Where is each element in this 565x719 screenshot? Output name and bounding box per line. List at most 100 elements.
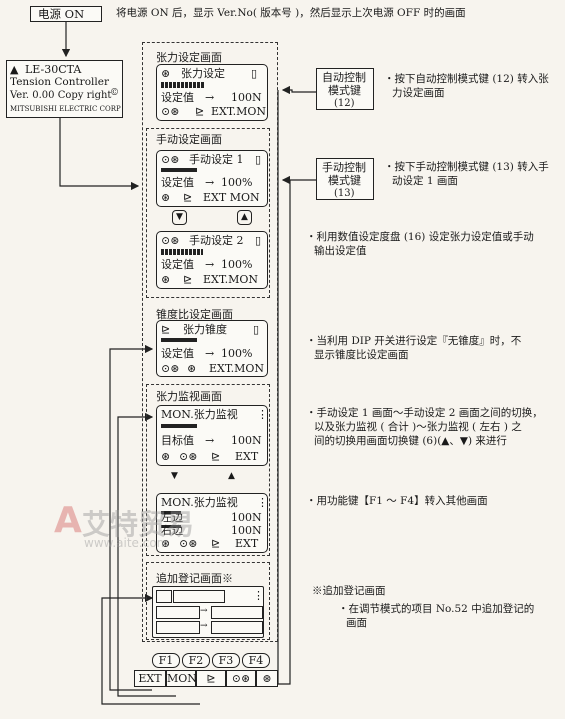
manual-setting-1-footer: EXT MON [203, 191, 260, 204]
level-bar [161, 168, 197, 172]
auto-softkey[interactable]: ⊙⊛ [226, 670, 256, 687]
down-key[interactable]: ▼ [172, 210, 187, 225]
memo-icon: ▯ [255, 234, 262, 247]
level-bar [161, 424, 197, 428]
mitsubishi-logo-icon: ▲ [10, 63, 19, 76]
taper-setting-value: 100% [221, 347, 253, 360]
note-function-keys: ・用功能键【F1 ～ F4】转入其他画面 [306, 495, 488, 507]
taper-setting-title: 张力锥度 [183, 323, 227, 336]
tension-setting-arrow: → [205, 91, 215, 104]
manual-setting-1-screen: ⊙⊛ 手动设定 1 ▯ 设定值 → 100% ⊛ ⊵ EXT MON [156, 150, 268, 207]
note-dip-1: ・当利用 DIP 开关进行设定『无锥度』时，不 [306, 335, 522, 347]
manual-setting-2-arrow: → [205, 258, 215, 271]
tension-icon: ⊛ [262, 672, 272, 685]
manual-setting-frame [146, 128, 270, 298]
watermark-url: www.aite.com [84, 536, 169, 550]
taper-setting-footer: EXT.MON [209, 362, 264, 375]
taper-setting-screen: ⊵ 张力锥度 ▯ 设定值 → 100% ⊙⊛ ⊛ EXT.MON [156, 320, 268, 377]
startup-model: LE-30CTA [25, 63, 82, 76]
screen-group-frame [142, 42, 278, 642]
watermark-logo: A [54, 500, 82, 541]
field-arrow: → [200, 621, 208, 631]
f3-key[interactable]: F3 [212, 653, 240, 668]
field-arrow: → [200, 606, 208, 616]
tension-setting-value: 100N [231, 91, 262, 104]
auto-mode-icon: ⊙⊛ [231, 672, 251, 685]
field-box [156, 590, 172, 603]
tension-icon: ⊛ [187, 362, 197, 375]
manual-control-mode-key[interactable]: 手动控制 模式键 (13) [316, 158, 374, 200]
manual-setting-1-title: 手动设定 1 [189, 153, 244, 166]
tension-monitor-right-value: 100N [231, 524, 262, 537]
tension-setting-screen: ⊛ 张力设定 ▯ 设定值 → 100N ⊙⊛ ⊵ EXT.MON [156, 64, 268, 121]
note-switch-1: ・手动设定 1 画面～手动设定 2 画面之间的切换， [306, 407, 543, 419]
f1-key[interactable]: F1 [152, 653, 180, 668]
f2-key[interactable]: F2 [182, 653, 210, 668]
startup-product: Tension Controller [10, 76, 109, 88]
level-bar [161, 249, 203, 255]
memo-icon: ▯ [255, 153, 262, 166]
taper-icon: ⊵ [183, 273, 193, 286]
note-switch-3: 间的切换用画面切换键 (6)(▲、▼) 来进行 [314, 435, 507, 447]
note-additional-2: 画面 [346, 617, 367, 629]
mon-softkey[interactable]: MON [166, 670, 197, 687]
startup-version: Ver. 0.00 Copy right [10, 90, 112, 101]
additional-screen: ⋮ → → [152, 586, 264, 638]
tension-softkey[interactable]: ⊛ [256, 670, 278, 687]
tension-monitor-section-label: 张力监视画面 [156, 390, 222, 403]
auto-key-line1: 自动控制 [322, 71, 366, 84]
tension-icon: ⊛ [161, 537, 171, 550]
field-box [156, 606, 200, 619]
taper-icon: ⊵ [183, 191, 193, 204]
power-on-description: 将电源 ON 后，显示 Ver.No( 版本号 )，然后显示上次电源 OFF 时… [116, 7, 466, 19]
startup-maker: MITSUBISHI ELECTRIC CORP [10, 105, 121, 113]
tension-monitor-1-footer: EXT [235, 450, 259, 463]
memo-icon: ▯ [251, 67, 258, 80]
tension-monitor-target-value: 100N [231, 434, 262, 447]
down-key[interactable]: ▼ [171, 471, 178, 481]
auto-mode-icon: ⊙⊛ [179, 537, 198, 550]
f4-key[interactable]: F4 [242, 653, 270, 668]
note-manual-key-2: 动设定 1 画面 [392, 175, 458, 187]
power-on-box: 电源 ON [30, 6, 102, 22]
manual-key-line3: (13) [334, 188, 355, 199]
tension-monitor-left-value: 100N [231, 511, 262, 524]
auto-control-mode-key[interactable]: 自动控制 模式键 (12) [316, 68, 374, 110]
level-bar [161, 82, 205, 88]
auto-key-line3: (12) [334, 98, 355, 109]
taper-softkey[interactable]: ⊵ [196, 670, 226, 687]
tension-icon: ⊛ [161, 67, 171, 80]
tension-icon: ⊛ [161, 191, 171, 204]
tension-monitor-arrow: → [205, 434, 215, 447]
manual-setting-2-title: 手动设定 2 [189, 234, 244, 247]
scroll-icon: ⋮ [257, 408, 268, 421]
taper-icon: ⊵ [206, 672, 216, 685]
ext-softkey[interactable]: EXT [134, 670, 166, 687]
scroll-icon: ⋮ [257, 496, 268, 509]
note-dial-2: 输出设定值 [314, 245, 367, 257]
power-on-label: 电源 ON [38, 7, 85, 21]
field-box [211, 606, 263, 619]
tension-monitor-target-label: 目标值 [161, 434, 194, 447]
tension-monitor-right-label: 右边 [161, 524, 183, 537]
up-key[interactable]: ▲ [228, 471, 235, 481]
taper-icon: ⊵ [195, 105, 205, 118]
tension-setting-title: 张力设定 [181, 67, 225, 80]
watermark-text: 艾特贸易 [82, 508, 195, 541]
additional-screen-frame [146, 562, 270, 640]
manual-setting-1-value: 100% [221, 176, 253, 189]
tension-setting-section-label: 张力设定画面 [156, 51, 222, 64]
manual-key-line1: 手动控制 [322, 161, 366, 174]
note-additional-title: ※追加登记画面 [312, 585, 386, 597]
tension-monitor-2-title: MON.张力监视 [161, 496, 238, 509]
manual-setting-2-value: 100% [221, 258, 253, 271]
note-dip-2: 显示锥度比设定画面 [314, 349, 409, 361]
auto-mode-icon: ⊙⊛ [161, 105, 180, 118]
up-key[interactable]: ▲ [237, 210, 252, 225]
manual-setting-section-label: 手动设定画面 [156, 133, 222, 146]
note-manual-key-1: ・按下手动控制模式键 (13) 转入手 [384, 161, 549, 173]
scroll-icon: ⋮ [253, 589, 264, 602]
manual-icon: ⊙⊛ [161, 153, 180, 166]
manual-icon: ⊙⊛ [161, 234, 180, 247]
taper-setting-section-label: 锥度比设定画面 [156, 308, 233, 321]
